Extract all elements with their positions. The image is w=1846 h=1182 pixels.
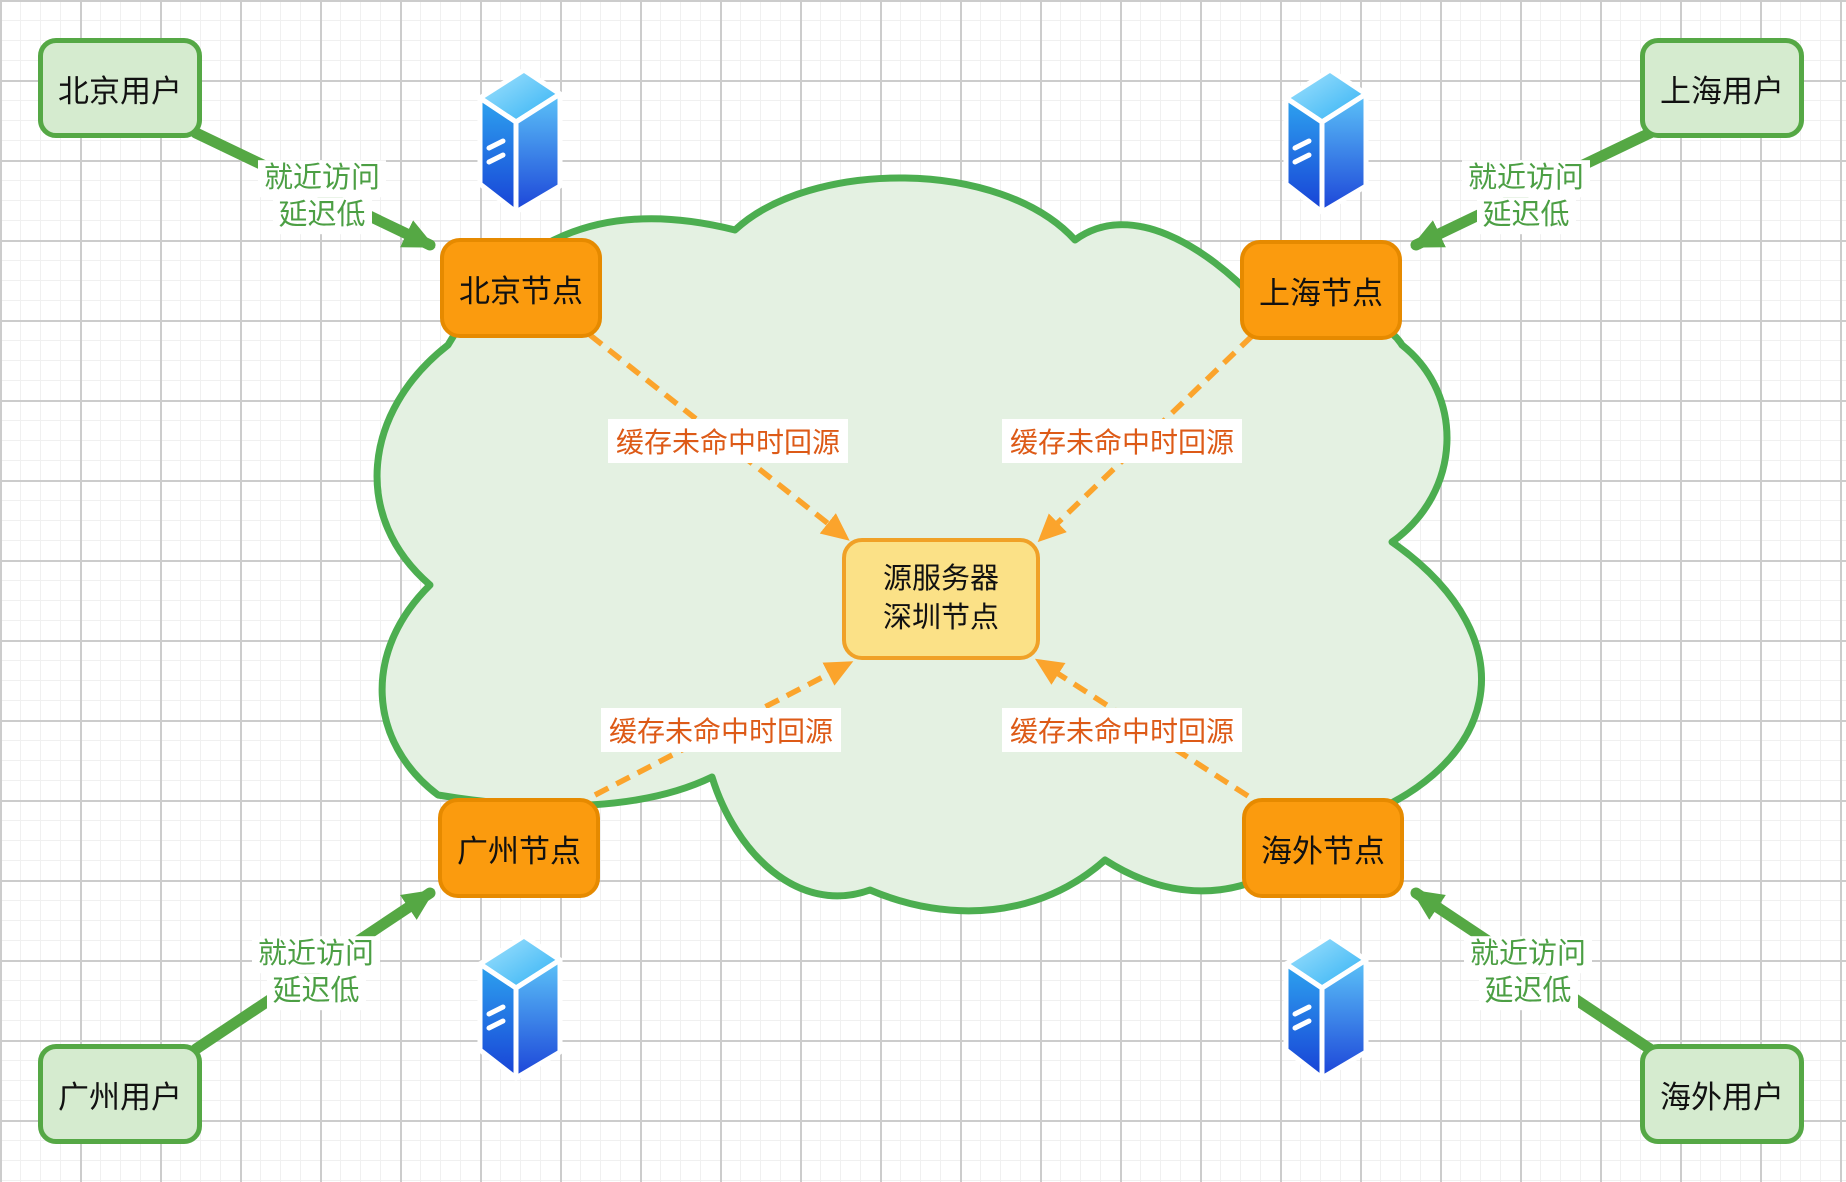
access-label-line1: 就近访问 xyxy=(251,936,381,973)
origin-pull-arrow-beijing xyxy=(588,332,850,541)
origin-pull-label-nw: 缓存未命中时回源 xyxy=(607,419,849,463)
origin-pull-label-se: 缓存未命中时回源 xyxy=(1001,708,1243,752)
origin-server-line2: 深圳节点 xyxy=(882,602,999,634)
access-label-line1: 就近访问 xyxy=(257,160,387,197)
beijing-user-box: 北京用户 xyxy=(38,38,202,138)
beijing-node-box: 北京节点 xyxy=(440,238,602,338)
access-label-line2: 延迟低 xyxy=(1476,197,1576,234)
access-label-overseas: 就近访问 延迟低 xyxy=(1463,936,1593,1010)
server-icon xyxy=(1286,70,1366,212)
origin-server-box: 源服务器 深圳节点 xyxy=(842,538,1040,660)
access-label-line2: 延迟低 xyxy=(272,197,372,234)
origin-pull-label-sw: 缓存未命中时回源 xyxy=(600,708,842,752)
access-label-line2: 延迟低 xyxy=(1478,973,1578,1010)
overseas-node-box: 海外节点 xyxy=(1242,798,1404,898)
origin-server-line1: 源服务器 xyxy=(882,562,999,595)
guangzhou-user-box: 广州用户 xyxy=(38,1044,202,1144)
server-icon xyxy=(1286,936,1366,1078)
origin-pull-label-ne: 缓存未命中时回源 xyxy=(1001,419,1243,463)
shanghai-user-box: 上海用户 xyxy=(1640,38,1804,138)
overseas-user-box: 海外用户 xyxy=(1640,1044,1804,1144)
access-label-line2: 延迟低 xyxy=(266,973,366,1010)
access-label-line1: 就近访问 xyxy=(1463,936,1593,973)
access-label-beijing: 就近访问 延迟低 xyxy=(257,160,387,234)
server-icon xyxy=(480,936,560,1078)
access-label-guangzhou: 就近访问 延迟低 xyxy=(251,936,381,1010)
shanghai-node-box: 上海节点 xyxy=(1240,240,1402,340)
access-label-line1: 就近访问 xyxy=(1461,160,1591,197)
access-label-shanghai: 就近访问 延迟低 xyxy=(1461,160,1591,234)
guangzhou-node-box: 广州节点 xyxy=(438,798,600,898)
server-icon xyxy=(480,70,560,212)
